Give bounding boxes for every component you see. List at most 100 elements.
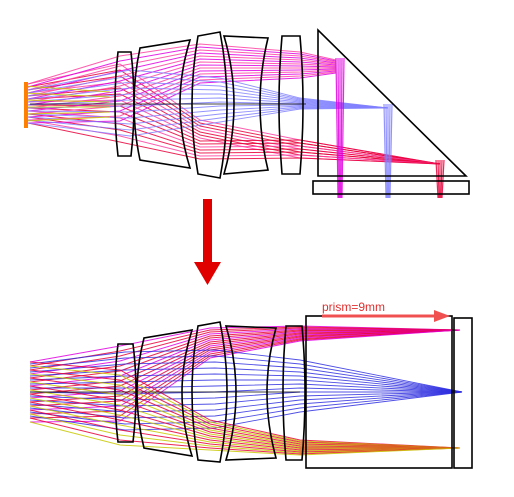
top-ray-magenta	[27, 71, 337, 121]
top-ray-folded	[388, 103, 391, 199]
top-ray-folded	[441, 159, 445, 199]
bottom-lens-4	[224, 325, 278, 461]
bottom-ray-yellow	[29, 409, 461, 453]
bottom-ray-yellow	[29, 417, 461, 455]
bottom-ray-red	[29, 329, 461, 411]
bottom-ray-red	[29, 328, 461, 375]
bottom-ray-red	[29, 329, 461, 391]
top-lens-2	[133, 39, 192, 169]
top-lens-3	[191, 31, 228, 179]
top-ray-blue	[27, 106, 389, 125]
bottom-ray-bundle	[29, 325, 463, 456]
top-ray-red	[27, 107, 441, 165]
top-ray-blue	[27, 81, 389, 109]
bottom-ray-yellow	[29, 421, 461, 456]
top-ray-folded	[340, 57, 343, 199]
bottom-ray-blue	[29, 349, 463, 393]
bottom-ray-red	[29, 329, 461, 395]
top-ray-magenta	[27, 69, 337, 115]
top-ray-magenta	[27, 61, 337, 103]
top-lens-5	[278, 35, 304, 175]
top-lens-1	[114, 51, 135, 157]
top-ray-magenta	[27, 58, 337, 100]
bottom-ray-red	[29, 329, 461, 387]
top-ray-folded	[435, 159, 439, 199]
bottom-ray-yellow	[29, 397, 461, 450]
bottom-ray-blue	[29, 391, 463, 425]
down-arrow-icon	[194, 199, 221, 285]
top-ray-magenta	[27, 67, 336, 109]
bottom-ray-blue	[29, 391, 463, 407]
bottom-ray-red	[29, 327, 461, 371]
bottom-ray-yellow	[29, 393, 460, 449]
top-ray-blue	[27, 105, 389, 119]
top-ray-yellow	[23, 92, 111, 98]
bottom-ray-red	[29, 325, 461, 363]
top-lens-4	[222, 35, 270, 175]
bottom-ray-blue	[29, 391, 463, 413]
bottom-ray-blue	[29, 379, 463, 393]
top-ray-folded	[385, 103, 388, 199]
bottom-ray-yellow	[29, 401, 461, 451]
bottom-ray-yellow	[29, 413, 461, 454]
bottom-ray-yellow	[29, 381, 461, 449]
top-ray-yellow	[23, 111, 111, 115]
bottom-ray-blue	[30, 383, 463, 393]
bottom-ray-red	[29, 329, 461, 403]
bottom-ray-red	[29, 329, 461, 415]
bottom-ray-blue	[29, 391, 463, 431]
top-ray-magenta	[27, 70, 337, 118]
bottom-cover-plate	[453, 317, 473, 469]
top-ray-yellow	[23, 85, 111, 93]
top-ray-bundle	[23, 43, 445, 199]
bottom-ray-yellow	[29, 377, 461, 449]
top-ray-blue	[27, 87, 389, 109]
top-ray-magenta	[27, 46, 337, 88]
bottom-lens-1	[114, 343, 137, 443]
bottom-ray-yellow	[29, 365, 461, 449]
bottom-ray-yellow	[29, 405, 461, 452]
bottom-ray-red	[29, 329, 461, 383]
top-ray-yellow	[23, 99, 111, 103]
top-ray-folded	[383, 103, 387, 199]
top-ray-folded	[337, 57, 340, 199]
bottom-ray-red	[29, 329, 461, 423]
top-ray-blue	[27, 69, 389, 109]
top-cover-plate	[312, 180, 470, 195]
top-ray-folded	[437, 159, 440, 199]
bottom-ray-yellow	[29, 373, 461, 449]
top-ray-red	[27, 122, 441, 165]
prism-label: prism=9mm	[322, 300, 385, 314]
right-arrow-icon	[322, 310, 450, 322]
top-ray-red	[27, 110, 441, 165]
top-ray-magenta	[27, 72, 337, 124]
bottom-lens-5	[282, 325, 306, 461]
top-lens-group	[114, 28, 470, 195]
bottom-ray-blue	[29, 391, 462, 401]
top-prism	[317, 28, 468, 177]
bottom-ray-yellow	[29, 385, 461, 449]
top-ray-folded	[440, 159, 443, 199]
top-ray-folded	[389, 103, 393, 199]
top-ray-blue	[27, 75, 389, 109]
bottom-lens-diagram: prism=9mm	[29, 300, 473, 469]
top-ray-magenta	[27, 43, 337, 85]
top-lens-diagram	[23, 28, 470, 199]
bottom-lens-2	[136, 328, 194, 458]
top-ray-folded	[341, 57, 345, 199]
bottom-ray-blue	[29, 355, 463, 393]
top-ray-blue	[27, 104, 389, 113]
bottom-ray-yellow	[29, 369, 461, 449]
bottom-ray-yellow	[29, 389, 461, 449]
top-ray-yellow	[23, 116, 111, 122]
prism-annotation: prism=9mm	[322, 300, 450, 322]
bottom-ray-blue	[29, 361, 463, 393]
top-ray-red	[27, 104, 441, 165]
top-source	[24, 82, 28, 128]
bottom-ray-red	[29, 329, 460, 379]
bottom-lens-group	[114, 315, 473, 469]
bottom-ray-yellow	[29, 361, 461, 449]
bottom-lens-3	[191, 321, 228, 463]
top-ray-blue	[27, 107, 388, 131]
